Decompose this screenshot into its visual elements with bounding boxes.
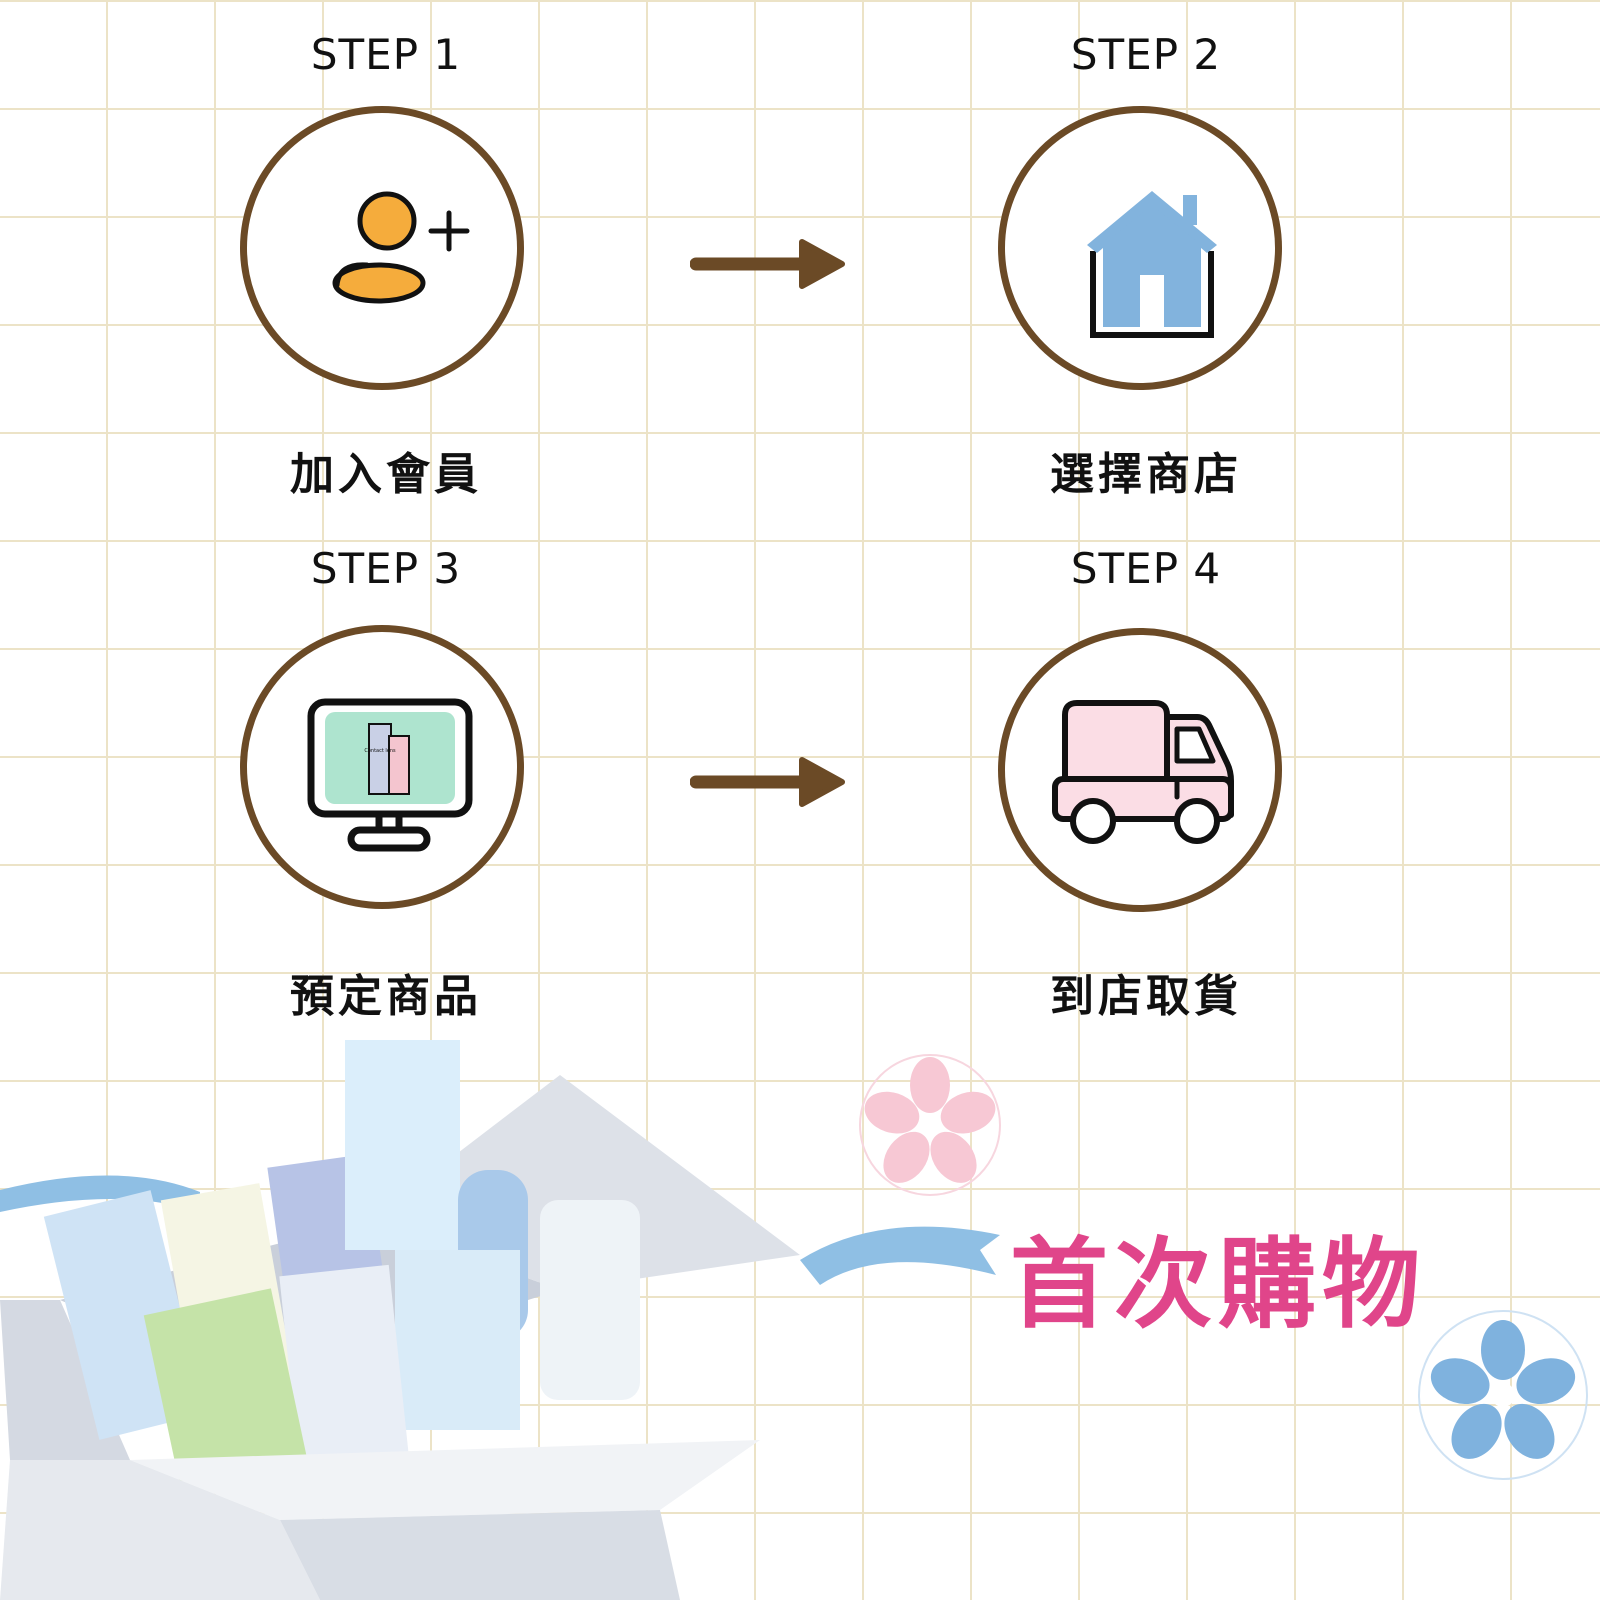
ribbon-decoration: [0, 1175, 1000, 1285]
step-2-caption: 選擇商店: [1050, 449, 1242, 500]
step-2-label: STEP 2: [1070, 30, 1222, 79]
step-3-caption: 預定商品: [290, 971, 482, 1022]
step-1-caption: 加入會員: [290, 449, 482, 500]
step-3-circle: Contact lens: [240, 625, 524, 909]
add-user-icon: [332, 191, 470, 304]
monitor-icon: Contact lens: [307, 698, 473, 852]
flower-decoration: [859, 1054, 1001, 1196]
step-1-circle: [240, 106, 524, 390]
house-icon: [1087, 191, 1217, 338]
product-box-label: Contact lens: [364, 748, 396, 754]
step-4-caption: 到店取貨: [1050, 971, 1242, 1022]
step-2-circle: [998, 106, 1282, 390]
product-box-illustration: [0, 1040, 800, 1600]
headline: 首次購物: [1010, 1228, 1427, 1342]
arrow-right-icon: [690, 239, 845, 289]
flower-decoration: [1418, 1310, 1588, 1480]
truck-icon: [1052, 700, 1234, 844]
step-4-label: STEP 4: [1070, 544, 1222, 593]
step-4-circle: [998, 628, 1282, 912]
arrow-right-icon: [690, 757, 845, 807]
step-3-label: STEP 3: [310, 544, 462, 593]
step-1-label: STEP 1: [310, 30, 462, 79]
